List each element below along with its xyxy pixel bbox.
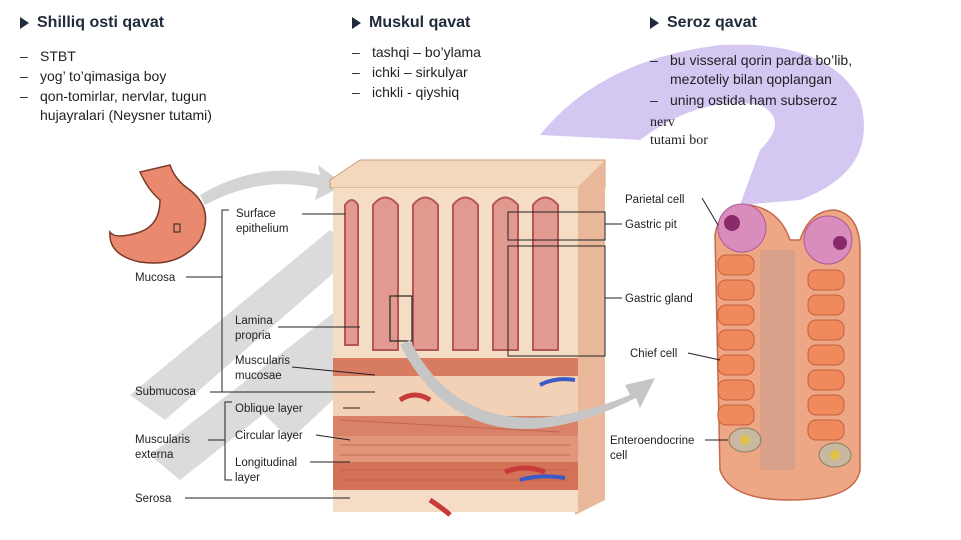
list-item: ichkli - qiyshiq bbox=[352, 82, 481, 102]
label-enteroendocrine-1: Enteroendocrine bbox=[610, 435, 694, 447]
arrow-bullet-icon bbox=[352, 17, 361, 29]
column3-extra2: tutami bor bbox=[650, 133, 708, 148]
column1-list: STBT yog’ to’qimasiga boy qon-tomirlar, … bbox=[20, 46, 212, 106]
list-item: yog’ to’qimasiga boy bbox=[20, 66, 212, 86]
stomach-icon bbox=[109, 164, 207, 264]
list-item: qon-tomirlar, nervlar, tugun bbox=[20, 86, 212, 106]
label-surface-epithelium-2: epithelium bbox=[236, 223, 288, 235]
label-muscularis-mucosae-1: Muscularis bbox=[235, 355, 290, 367]
column2-list: tashqi – bo’ylama ichki – sirkulyar ichk… bbox=[352, 42, 481, 102]
label-muscularis-mucosae-2: mucosae bbox=[235, 370, 282, 382]
watermark-shape bbox=[540, 44, 864, 205]
column3-extra1: nerv bbox=[650, 115, 675, 130]
label-submucosa: Submucosa bbox=[135, 386, 196, 398]
column3-item1-cont: mezoteliy bilan qoplangan bbox=[670, 71, 832, 87]
label-muscularis-externa-1: Muscularis bbox=[135, 434, 190, 446]
label-oblique-layer: Oblique layer bbox=[235, 403, 303, 415]
label-gastric-gland: Gastric gland bbox=[625, 293, 693, 305]
label-enteroendocrine-2: cell bbox=[610, 450, 627, 462]
column3-heading: Seroz qavat bbox=[650, 14, 852, 32]
label-gastric-pit: Gastric pit bbox=[625, 219, 678, 231]
label-mucosa: Mucosa bbox=[135, 272, 176, 284]
column2-title: Muskul qavat bbox=[369, 14, 471, 31]
tissue-block bbox=[329, 159, 606, 517]
curved-arrow-bottom bbox=[400, 340, 655, 429]
label-longitudinal-layer-1: Longitudinal bbox=[235, 457, 297, 469]
list-item: STBT bbox=[20, 46, 212, 66]
column3-title: Seroz qavat bbox=[667, 14, 757, 31]
label-lamina-propria-1: Lamina bbox=[235, 315, 273, 327]
arrow-bullet-icon bbox=[20, 17, 29, 29]
curved-arrow-top bbox=[200, 165, 345, 205]
list-item: bu visseral qorin parda bo’lib, bbox=[650, 50, 852, 70]
list-item: ichki – sirkulyar bbox=[352, 62, 481, 82]
column-serosa: Seroz qavat bu visseral qorin parda bo’l… bbox=[650, 14, 852, 150]
list-item: tashqi – bo’ylama bbox=[352, 42, 481, 62]
label-serosa: Serosa bbox=[135, 493, 172, 505]
label-chief-cell: Chief cell bbox=[630, 348, 677, 360]
list-item: uning ostida ham subseroz bbox=[650, 90, 852, 110]
column1-continuation: hujayralari (Neysner tutami) bbox=[40, 107, 212, 123]
label-circular-layer: Circular layer bbox=[235, 430, 303, 442]
label-parietal-cell: Parietal cell bbox=[625, 194, 684, 206]
column1-title: Shilliq osti qavat bbox=[37, 14, 165, 31]
column3-list: bu visseral qorin parda bo’lib, bbox=[650, 50, 852, 70]
column-muscle: Muskul qavat tashqi – bo’ylama ichki – s… bbox=[352, 14, 481, 102]
column1-heading: Shilliq osti qavat bbox=[20, 14, 212, 32]
leader-lines bbox=[185, 197, 728, 499]
column3-list-2: uning ostida ham subseroz bbox=[650, 90, 852, 110]
label-lamina-propria-2: propria bbox=[235, 330, 271, 342]
gastric-gland-detail bbox=[714, 203, 861, 501]
label-muscularis-externa-2: externa bbox=[135, 449, 174, 461]
label-longitudinal-layer-2: layer bbox=[235, 472, 260, 484]
arrow-bullet-icon bbox=[650, 17, 659, 29]
column-submucosa: Shilliq osti qavat STBT yog’ to’qimasiga… bbox=[20, 14, 212, 124]
label-surface-epithelium-1: Surface bbox=[236, 208, 276, 220]
column2-heading: Muskul qavat bbox=[352, 14, 481, 32]
